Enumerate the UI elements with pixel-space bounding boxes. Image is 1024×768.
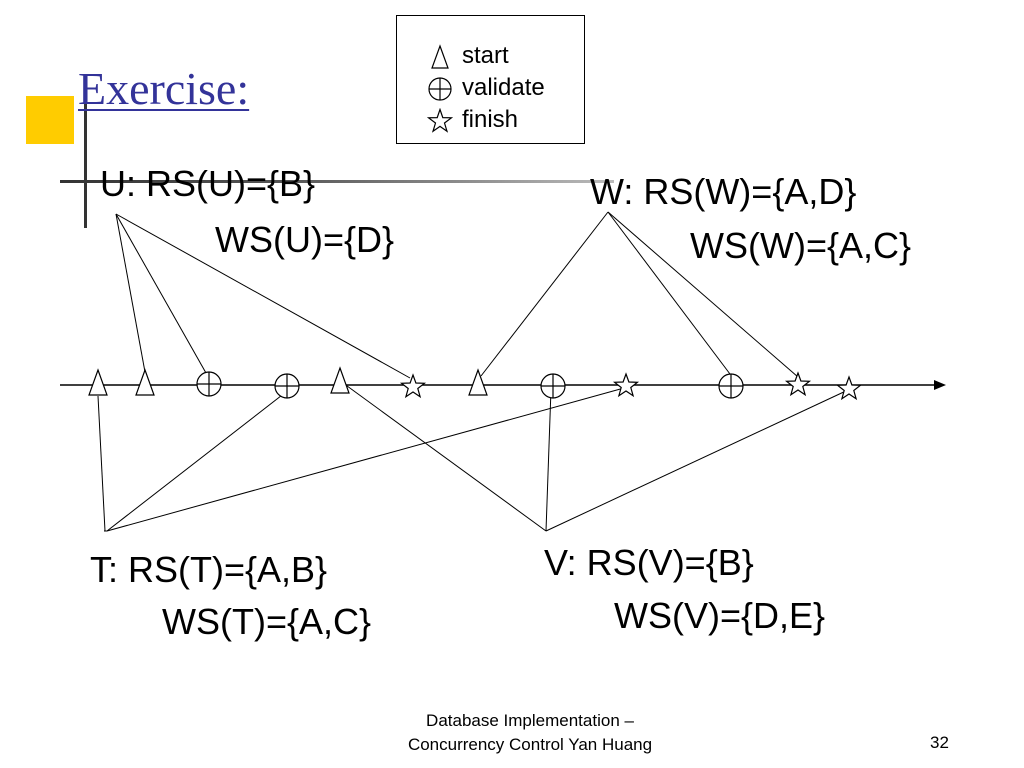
legend-label-finish: finish [462, 106, 519, 133]
event-finish-w [784, 371, 812, 397]
txn-t-writeset: WS(T)={A,C} [162, 601, 372, 642]
txn-t-readset: T: RS(T)={A,B} [90, 549, 328, 590]
txn-w-writeset: WS(W)={A,C} [690, 225, 912, 266]
connector-v-start [342, 382, 547, 532]
arrowhead-icon [934, 380, 946, 390]
triangle-icon [135, 368, 155, 396]
txn-u-writeset: WS(U)={D} [215, 219, 395, 260]
event-start-u [135, 368, 155, 396]
footer-line-2: Concurrency Control Yan Huang [407, 735, 653, 754]
circle-plus-icon [274, 373, 300, 399]
footer-line-1: Database Implementation – [426, 711, 634, 730]
event-finish-v [835, 375, 863, 401]
decorative-vertical-line [84, 96, 87, 228]
decorative-horizontal-line [60, 180, 614, 183]
triangle-icon [468, 368, 488, 396]
event-markers [88, 366, 863, 401]
star-icon [784, 371, 812, 397]
star-icon [399, 373, 427, 399]
circle-plus-icon [540, 373, 566, 399]
txn-v-readset: V: RS(V)={B} [544, 542, 754, 583]
star-icon [612, 372, 640, 398]
footer: Database Implementation – Concurrency Co… [370, 709, 690, 757]
event-validate-w [718, 373, 744, 399]
event-start-t [88, 368, 108, 396]
circle-plus-icon [718, 373, 744, 399]
event-start-w [468, 368, 488, 396]
circle-plus-icon [196, 371, 222, 397]
txn-u-readset: U: RS(U)={B} [100, 163, 316, 204]
decorative-square [26, 96, 74, 144]
triangle-icon [431, 44, 449, 69]
connector-w-finish [607, 211, 799, 378]
legend-label-start: start [462, 42, 509, 69]
connector-t-finish [106, 387, 625, 532]
connector-u-validate [115, 213, 207, 374]
legend-label-validate: validate [462, 74, 545, 101]
connector-u-start [115, 213, 146, 373]
legend-box: start validate finish [396, 15, 585, 144]
connector-u-finish [115, 213, 411, 379]
event-start-v [330, 366, 350, 394]
connector-w-validate [607, 211, 734, 379]
star-icon [427, 108, 453, 133]
page-number: 32 [930, 733, 949, 752]
connector-t-validate [106, 391, 287, 532]
event-validate-v [540, 373, 566, 399]
event-finish-t [612, 372, 640, 398]
txn-w-readset: W: RS(W)={A,D} [590, 171, 857, 212]
connector-v-finish [545, 389, 849, 532]
timeline-axis [60, 380, 946, 390]
connector-lines [97, 211, 849, 532]
connector-v-validate [545, 388, 552, 532]
connector-t-start-a [97, 395, 106, 532]
event-validate-t [274, 373, 300, 399]
event-finish-u [399, 373, 427, 399]
star-icon [835, 375, 863, 401]
circle-plus-icon [428, 77, 452, 101]
slide-title: Exercise: [78, 63, 250, 114]
triangle-icon [88, 368, 108, 396]
triangle-icon [330, 366, 350, 394]
connector-w-start [480, 211, 609, 377]
event-validate-u [196, 371, 222, 397]
txn-v-writeset: WS(V)={D,E} [614, 595, 826, 636]
